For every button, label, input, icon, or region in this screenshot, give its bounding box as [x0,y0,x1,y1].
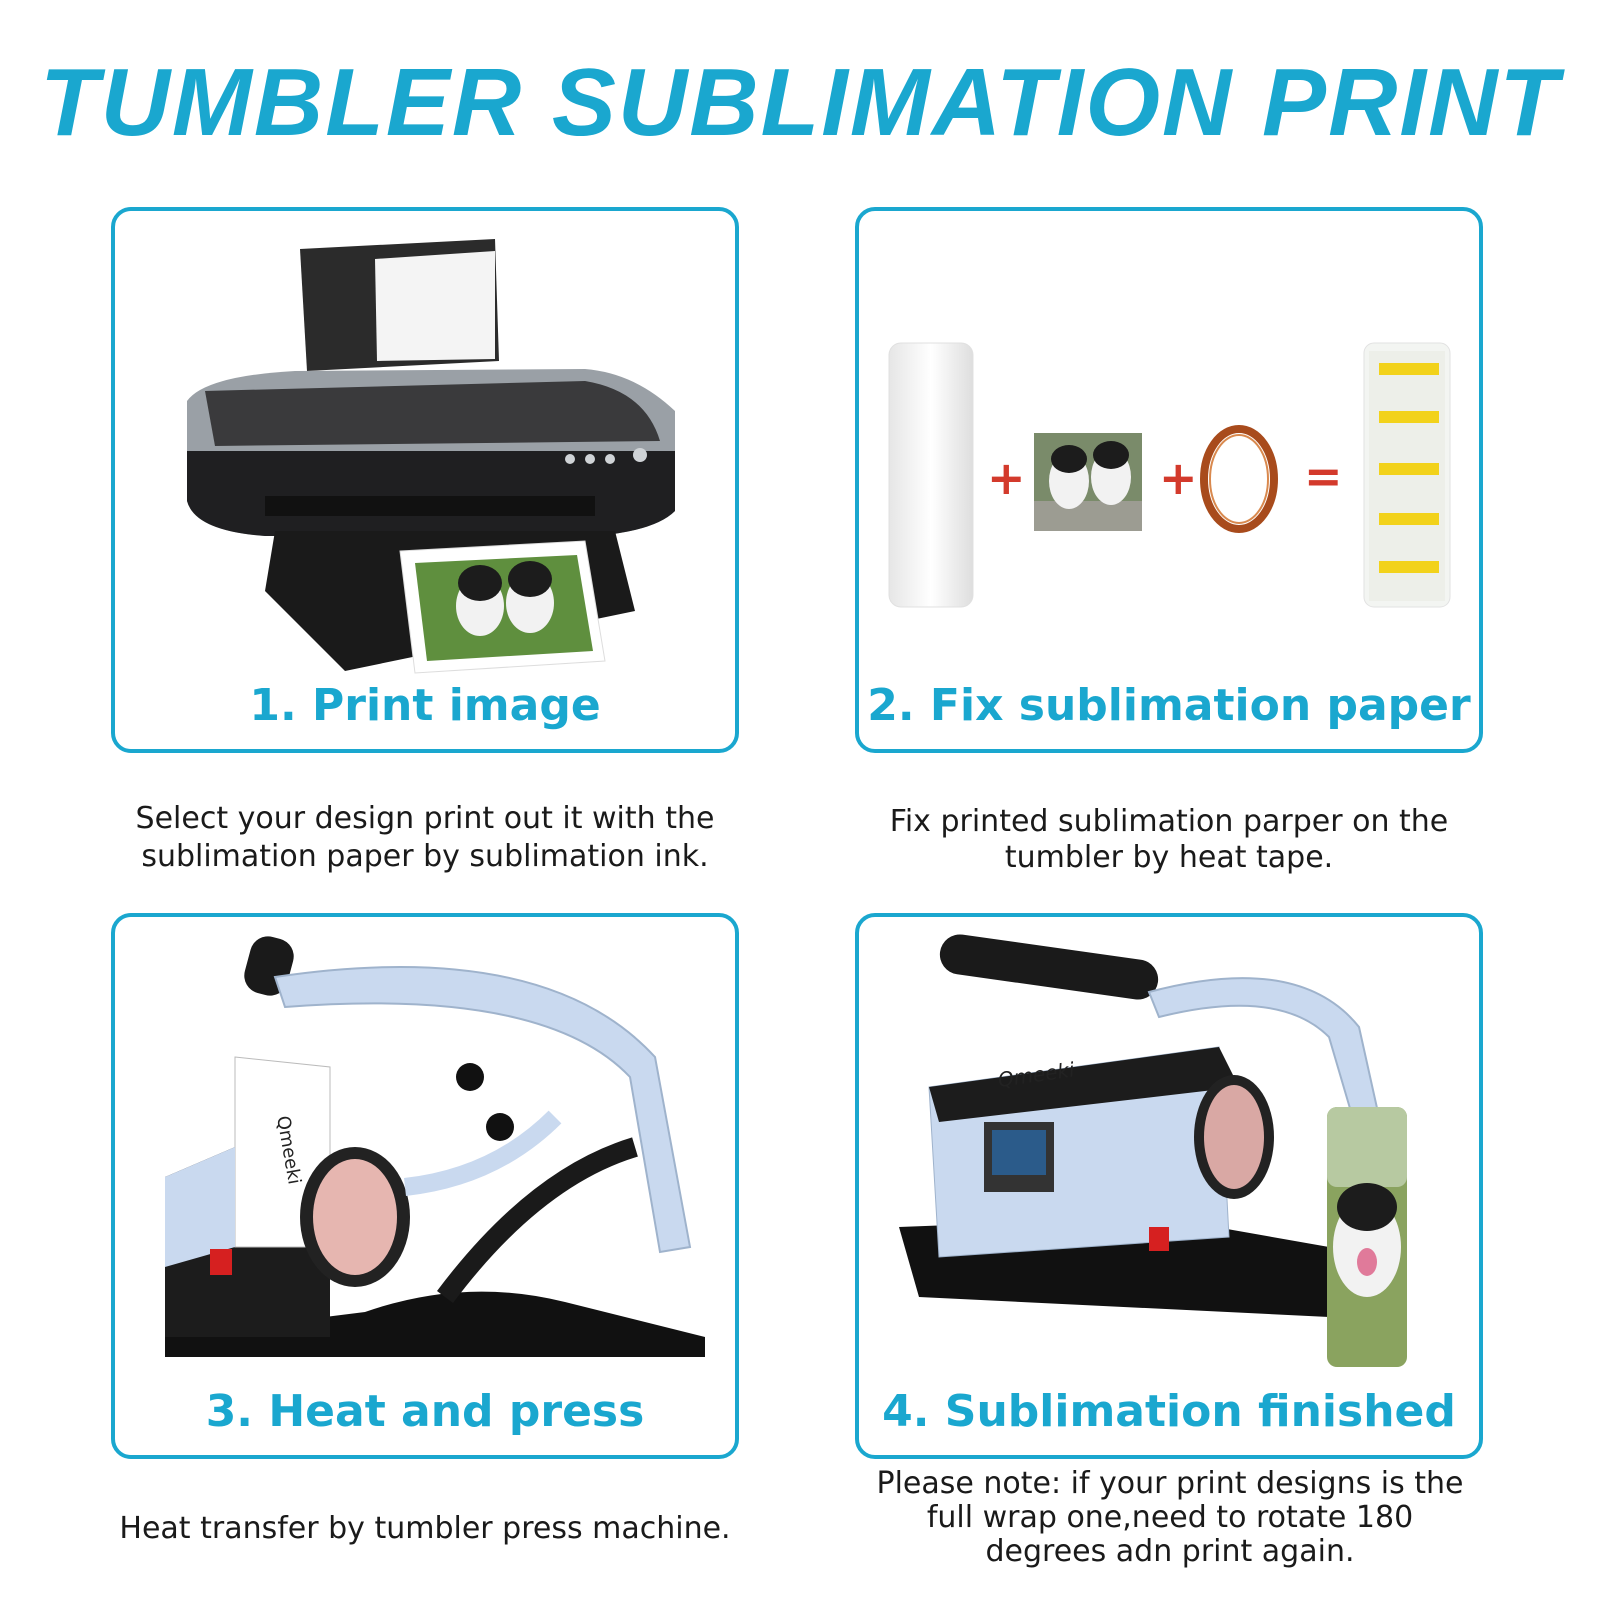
step-4-caption: Please note: if your print designs is th… [876,1466,1464,1569]
step-3-label: 3. Heat and press [205,1386,645,1437]
step-4-panel: Qmeeki 4. Sublimation finished [855,913,1483,1459]
dog-photo [1034,433,1142,531]
equals-operator: = [1304,449,1343,503]
step-3-panel: Qmeeki 3. Heat and press [111,913,739,1459]
power-switch [210,1249,232,1275]
wrapped-tumbler [1363,342,1451,608]
heat-tape-roll [1200,425,1278,533]
step-1-panel: 1. Print image [111,207,739,753]
heat-press-illustration: Qmeeki [165,936,705,1357]
blank-tumbler [888,342,974,608]
step-1-label: 1. Print image [249,680,601,731]
step-2-label: 2. Fix sublimation paper [867,680,1471,731]
printed-photo [399,540,606,674]
plus-operator-2: + [1159,451,1198,505]
printer-illustration [187,239,675,674]
step-2-panel: + + = 2. Fix sublimation paper [855,207,1483,753]
plus-operator-1: + [987,451,1026,505]
step-3-caption: Heat transfer by tumbler press machine. [119,1511,731,1546]
power-switch-4 [1149,1227,1169,1251]
step-1-caption: Select your design print out it with the… [135,801,715,874]
step-2-caption: Fix printed sublimation parper on the tu… [889,804,1449,875]
step-4-label: 4. Sublimation finished [882,1386,1456,1437]
finished-tumbler [1327,1107,1407,1367]
tumbler-assembly-illustration [888,342,1451,608]
page-title: TUMBLER SUBLIMATION PRINT [39,49,1561,156]
finished-press-illustration: Qmeeki [899,934,1407,1367]
